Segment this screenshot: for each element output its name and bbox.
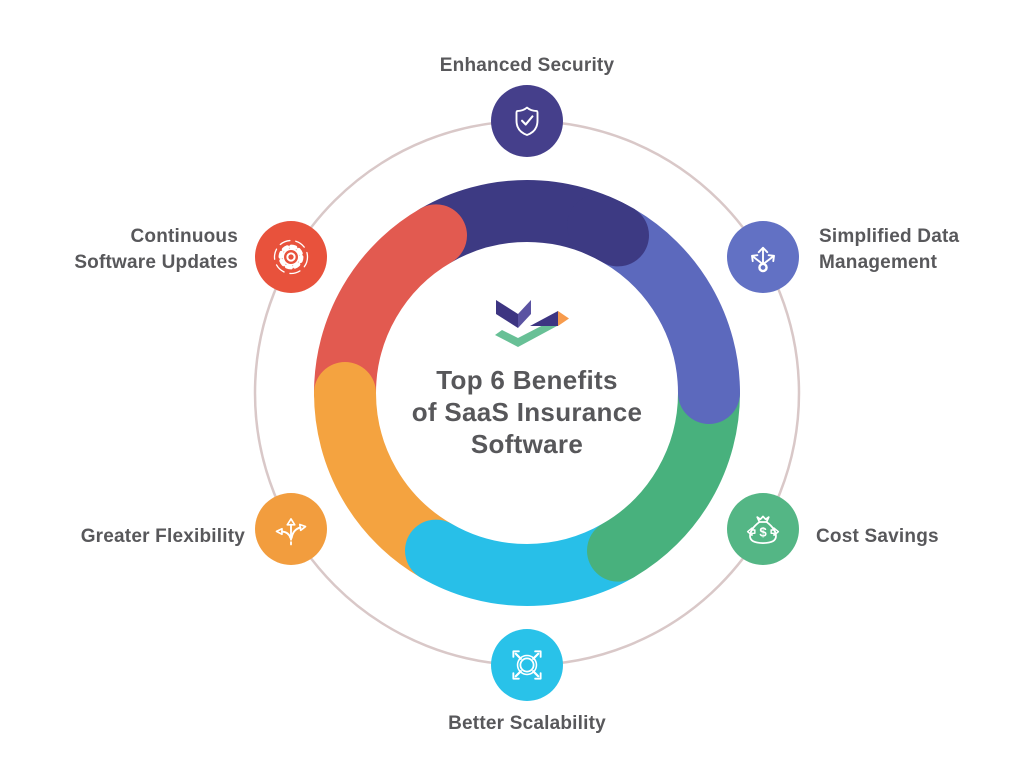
ring-segment-enhanced-security-cap bbox=[567, 194, 649, 267]
branch-arrows-icon bbox=[751, 246, 775, 273]
continuous-software-updates-label: Continuous Software Updates bbox=[74, 226, 238, 273]
dollar-sign: $ bbox=[759, 524, 767, 539]
logo-right-wing bbox=[518, 300, 531, 328]
cost-savings-badge: $ bbox=[727, 493, 799, 565]
origami-bird-logo bbox=[495, 300, 569, 347]
money-bag-icon: $ bbox=[746, 515, 780, 544]
greater-flexibility-badge bbox=[255, 493, 327, 565]
enhanced-security-label: Enhanced Security bbox=[439, 55, 615, 76]
logo-left-wing bbox=[496, 300, 518, 328]
logo-green-tail bbox=[495, 322, 557, 347]
simplified-data-management-badge bbox=[727, 221, 799, 293]
continuous-software-updates-badge bbox=[255, 221, 327, 293]
better-scalability-label: Better Scalability bbox=[448, 713, 606, 734]
better-scalability-badge bbox=[491, 629, 563, 701]
greater-flexibility-label: Greater Flexibility bbox=[80, 526, 245, 547]
cost-savings-label: Cost Savings bbox=[816, 526, 939, 547]
expand-arrows-icon bbox=[512, 650, 542, 680]
flex-paths-icon bbox=[275, 518, 307, 546]
center-title: Top 6 Benefits of SaaS Insurance Softwar… bbox=[411, 365, 643, 459]
enhanced-security-badge bbox=[491, 85, 563, 157]
gear-update-icon bbox=[273, 239, 309, 275]
logo-body bbox=[530, 311, 558, 326]
logo-beak bbox=[558, 311, 569, 326]
simplified-data-management-label: Simplified Data Management bbox=[819, 226, 960, 273]
shield-check-icon bbox=[515, 106, 539, 136]
